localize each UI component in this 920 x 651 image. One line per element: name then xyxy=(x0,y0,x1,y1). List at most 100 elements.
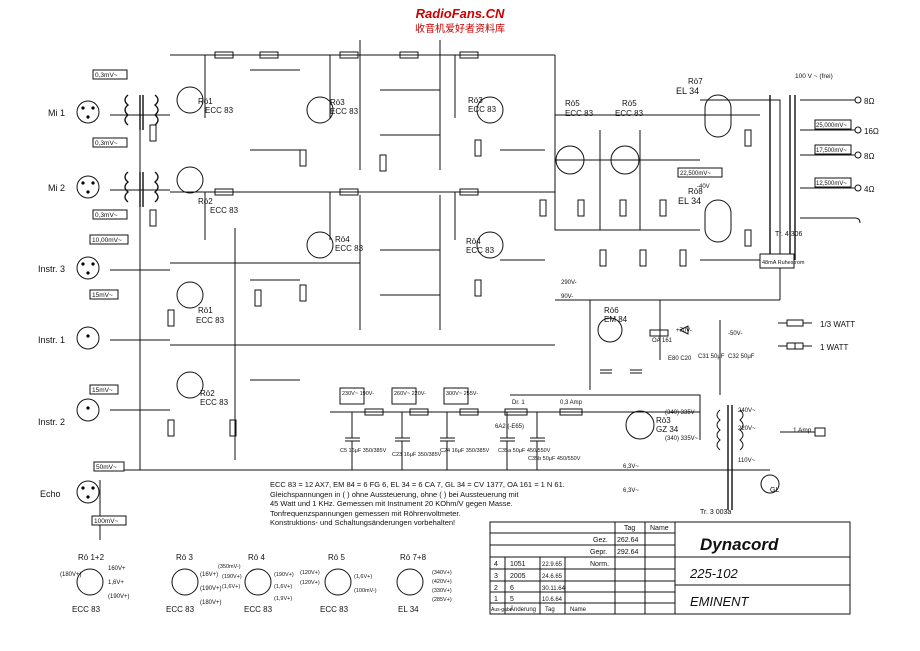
tube-ro8-type: EL 34 xyxy=(678,196,701,206)
pinout-3-l1: (350mV-) xyxy=(218,564,241,570)
supply-label-1: 230V~ 190V- xyxy=(342,391,374,397)
supply-label-4: 6A2 (-E65) xyxy=(495,424,524,430)
level-box-instr2 xyxy=(89,384,119,395)
level-box-mi1b xyxy=(92,137,128,148)
legend-watt-1-3: 1/3 WATT xyxy=(820,320,855,329)
output-level-1: 25,000mV~ xyxy=(816,123,847,129)
misc-label-5: 90V- xyxy=(561,294,573,300)
pinout-2-l2: (190V+) xyxy=(200,586,222,592)
output-ohm-2: 8Ω xyxy=(864,152,874,161)
tb-change-2-idx: 3 xyxy=(494,573,498,580)
tube-ro7-name: Rö7 xyxy=(688,77,703,86)
tb-change-2-num: 2005 xyxy=(510,573,526,580)
misc-label-1: +70V- xyxy=(676,328,692,334)
pinout-1-name: Rö 1+2 xyxy=(78,553,105,562)
tb-header-name: Name xyxy=(650,525,669,532)
tube-ro1-low-name: Rö1 xyxy=(198,306,213,315)
pinout-3-type: ECC 83 xyxy=(244,605,273,614)
pinout-diagrams xyxy=(76,568,424,596)
tb-change-4-date: 10.6.64 xyxy=(542,597,563,603)
site-name: RadioFans.CN xyxy=(416,6,505,21)
tb-norm: Norm. xyxy=(590,561,609,568)
pinout-5-l1: (340V+) xyxy=(432,570,452,576)
tube-ro2-low-type: ECC 83 xyxy=(200,398,229,407)
output-top-ohm: 8Ω xyxy=(864,97,874,106)
tube-ro7-type: EL 34 xyxy=(676,86,699,96)
note-line-3: 45 Watt und 1 KHz. Gemessen mit Instrume… xyxy=(270,499,513,508)
input-label-instr2: Instr. 2 xyxy=(38,417,65,427)
tube-ro8-name: Rö8 xyxy=(688,187,703,196)
level-instr3: 10,00mV~ xyxy=(92,237,122,244)
supply-box-1 xyxy=(339,387,365,405)
input-label-instr1: Instr. 1 xyxy=(38,335,65,345)
misc-label-2: -50V- xyxy=(728,331,742,337)
level-instr1: 15mV~ xyxy=(92,292,113,299)
quiescent-box xyxy=(759,253,795,269)
pinout-2-name: Rö 3 xyxy=(176,553,193,562)
level-box-instr3 xyxy=(89,234,129,245)
note-line-2: Gleichspannungen in ( ) ohne Aussteuerun… xyxy=(270,489,519,499)
cap-label-2: C23 16μF 350/385V xyxy=(392,452,442,458)
level-mi1b: 0,3mV~ xyxy=(95,140,118,147)
level-echo-b: 100mV~ xyxy=(94,518,119,525)
input-label-mi1: Mi 1 xyxy=(48,108,65,118)
pinout-5-l3: (330V+) xyxy=(432,588,452,594)
tb-footer-tag: Tag xyxy=(545,607,555,613)
supply-label-12: 6,3V~ xyxy=(623,488,639,494)
supply-label-14: GL xyxy=(770,487,779,494)
pinout-3-l2: (190V+) xyxy=(222,574,242,580)
supply-label-3: 300V~ 255V- xyxy=(446,391,478,397)
input-label-echo: Echo xyxy=(40,489,61,499)
passive-components xyxy=(149,51,752,470)
cap-label-4: C35a 50μF 450/550V xyxy=(498,448,551,454)
tube-ro4-mid-type: ECC 83 xyxy=(335,244,364,253)
level-22500: 22,500mV~ xyxy=(680,171,711,177)
supply-label-11: 6,3V~ xyxy=(623,464,639,470)
wiring xyxy=(99,40,781,540)
level-instr2: 15mV~ xyxy=(92,387,113,394)
tube-rect-type: GZ 34 xyxy=(656,425,679,434)
level-box-echo-b xyxy=(91,515,127,526)
tube-ro6-name: Rö6 xyxy=(604,306,619,315)
level-mi2: 0,3mV~ xyxy=(95,212,118,219)
pinout-2-l1: (16V+) xyxy=(200,572,218,578)
pinout-1-l4: (190V+) xyxy=(108,594,130,600)
supply-label-9: 220V~ xyxy=(738,426,756,432)
tube-rect-name: Rö3 xyxy=(656,416,671,425)
quiescent-label: 48mA Ruhestrom xyxy=(762,260,805,266)
supply-label-5: 0,3 Amp xyxy=(560,400,583,406)
tube-ro5b-name: Rö5 xyxy=(622,99,637,108)
tb-change-2-date: 24.6.65 xyxy=(542,574,563,580)
output-level-2: 17,500mV~ xyxy=(816,148,847,154)
tube-ro2-low-name: Rö2 xyxy=(200,389,215,398)
tube-ro2-top-type: ECC 83 xyxy=(210,206,239,215)
tb-footer-ausgabe: Aus-gabe xyxy=(491,607,513,613)
misc-label-4: 290V- xyxy=(561,280,577,286)
note-line-5: Konstruktions- und Schaltungsänderungen … xyxy=(270,518,456,527)
misc-label-7: E80 C20 xyxy=(668,356,692,362)
tb-change-4-idx: 1 xyxy=(494,596,498,603)
tb-footer-aenderung: Änderung xyxy=(510,606,536,613)
pinout-3-l3: (1,6V+) xyxy=(222,584,240,590)
cap-label-5: C35b 50μF 450/550V xyxy=(528,456,581,462)
level-echo-a: 50mV~ xyxy=(96,464,117,471)
supply-label-7: (340) 335V~ xyxy=(665,436,699,442)
pinout-2-l3: (180V+) xyxy=(200,600,222,606)
note-line-4: Tonfrequenzspannungen gemessen mit Röhre… xyxy=(270,508,461,518)
output-level-box-2 xyxy=(814,144,852,155)
level-box-22500 xyxy=(677,167,723,178)
tb-change-4-num: 5 xyxy=(510,596,514,603)
tb-gez-date: 262.64 xyxy=(617,537,639,544)
tube-ro3-mid-type: ECC 83 xyxy=(330,107,359,116)
tube-ro5b-type: ECC 83 xyxy=(615,109,644,118)
pinout-4-l3: (1,6V+) xyxy=(354,574,372,580)
pinout-1-l2: 160V+ xyxy=(108,566,126,572)
pinout-5-l2: (420V+) xyxy=(432,579,452,585)
pinout-1-type: ECC 83 xyxy=(72,605,101,614)
tb-change-3-idx: 2 xyxy=(494,585,498,592)
pinout-1-l1: (180V+) xyxy=(60,572,82,578)
tb-change-3-num: 6 xyxy=(510,585,514,592)
pinout-2-type: ECC 83 xyxy=(166,605,195,614)
legend-watt-1: 1 WATT xyxy=(820,343,849,352)
input-label-instr3: Instr. 3 xyxy=(38,264,65,274)
